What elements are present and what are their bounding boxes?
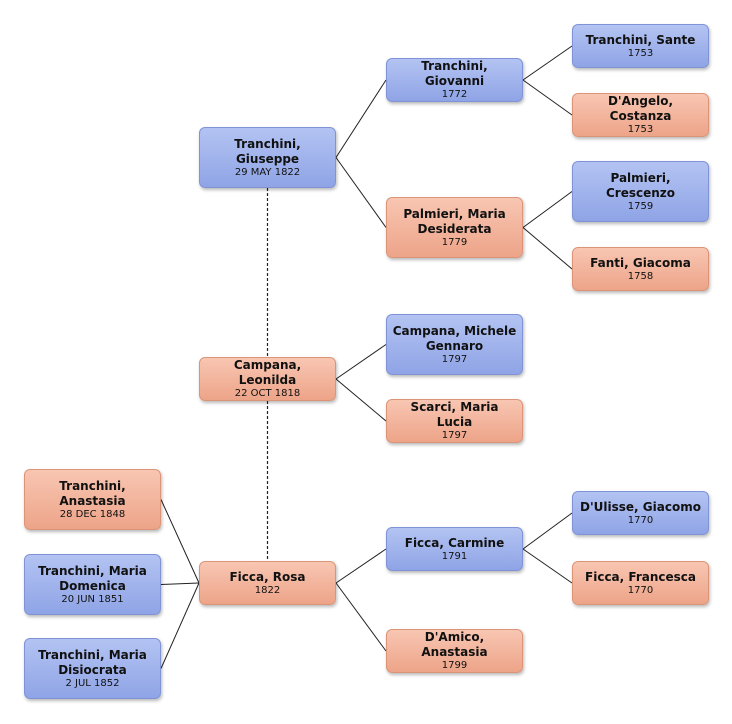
parent-connector: [522, 79, 573, 116]
person-name: D'Amico, Anastasia: [421, 630, 488, 659]
person-name: Scarci, Maria Lucia: [410, 400, 499, 429]
parent-connector: [335, 157, 387, 228]
person-date: 20 JUN 1851: [61, 593, 124, 605]
person-name: Tranchini, Anastasia: [59, 478, 126, 508]
person-palmieri-maria-desiderata[interactable]: Palmieri, Maria Desiderata 1779: [386, 197, 523, 258]
person-date: 1779: [441, 236, 468, 248]
person-name: Tranchini, Giuseppe: [234, 136, 301, 166]
person-name: Tranchini, Maria Domenica: [38, 563, 147, 593]
person-date: 1797: [441, 353, 468, 365]
person-damico-anastasia[interactable]: D'Amico, Anastasia 1799: [386, 629, 523, 673]
person-date: 1772: [441, 89, 468, 100]
person-date: 1799: [441, 660, 468, 671]
person-date: 1759: [627, 200, 654, 212]
person-tranchini-anastasia[interactable]: Tranchini, Anastasia 28 DEC 1848: [24, 469, 161, 530]
person-dulisse-giacomo[interactable]: D'Ulisse, Giacomo 1770: [572, 491, 709, 535]
person-tranchini-maria-domenica[interactable]: Tranchini, Maria Domenica 20 JUN 1851: [24, 554, 161, 615]
person-campana-leonilda[interactable]: Campana, Leonilda 22 OCT 1818: [199, 357, 336, 401]
parent-connector: [335, 378, 387, 422]
parent-connector: [522, 191, 573, 228]
person-date: 1758: [627, 270, 654, 282]
person-ficca-rosa[interactable]: Ficca, Rosa 1822: [199, 561, 336, 605]
person-date: 1822: [254, 584, 281, 596]
person-name: Fanti, Giacoma: [590, 255, 691, 270]
person-name: Tranchini, Giovanni: [421, 59, 488, 88]
person-date: 1753: [627, 47, 654, 59]
person-palmieri-crescenzo[interactable]: Palmieri, Crescenzo 1759: [572, 161, 709, 222]
person-name: Campana, Michele Gennaro: [392, 323, 517, 353]
person-date: 1797: [441, 430, 468, 441]
child-connector: [160, 499, 200, 584]
person-date: 22 OCT 1818: [234, 388, 301, 399]
parent-connector: [335, 582, 387, 652]
person-date: 2 JUL 1852: [65, 677, 120, 689]
person-name: Tranchini, Sante: [585, 32, 696, 47]
person-name: Ficca, Carmine: [404, 535, 505, 550]
person-fanti-giacoma[interactable]: Fanti, Giacoma 1758: [572, 247, 709, 291]
person-name: Palmieri, Crescenzo: [605, 170, 676, 200]
parent-connector: [335, 344, 387, 380]
person-campana-michele-gennaro[interactable]: Campana, Michele Gennaro 1797: [386, 314, 523, 375]
person-date: 28 DEC 1848: [59, 508, 126, 520]
parent-connector: [522, 227, 573, 270]
person-ficca-carmine[interactable]: Ficca, Carmine 1791: [386, 527, 523, 571]
person-tranchini-giuseppe[interactable]: Tranchini, Giuseppe 29 MAY 1822: [199, 127, 336, 188]
person-ficca-francesca[interactable]: Ficca, Francesca 1770: [572, 561, 709, 605]
person-date: 29 MAY 1822: [234, 166, 301, 178]
person-name: Campana, Leonilda: [233, 358, 302, 387]
child-connector: [160, 582, 200, 585]
parent-connector: [522, 512, 573, 550]
person-name: D'Angelo, Costanza: [607, 94, 674, 123]
parent-connector: [335, 548, 387, 584]
parent-connector: [522, 45, 573, 81]
person-date: 1753: [627, 124, 654, 135]
person-name: D'Ulisse, Giacomo: [580, 499, 701, 514]
person-name: Palmieri, Maria Desiderata: [403, 206, 506, 236]
parent-connector: [522, 548, 573, 584]
parent-connector: [335, 79, 387, 158]
person-tranchini-sante[interactable]: Tranchini, Sante 1753: [572, 24, 709, 68]
person-tranchini-giovanni[interactable]: Tranchini, Giovanni 1772: [386, 58, 523, 102]
person-date: 1791: [441, 550, 468, 562]
person-date: 1770: [627, 584, 654, 596]
person-name: Ficca, Rosa: [229, 569, 306, 584]
person-dangelo-costanza[interactable]: D'Angelo, Costanza 1753: [572, 93, 709, 137]
person-tranchini-maria-disiocrata[interactable]: Tranchini, Maria Disiocrata 2 JUL 1852: [24, 638, 161, 699]
person-scarci-maria-lucia[interactable]: Scarci, Maria Lucia 1797: [386, 399, 523, 443]
person-name: Ficca, Francesca: [585, 569, 696, 584]
child-connector: [160, 582, 200, 669]
person-name: Tranchini, Maria Disiocrata: [38, 647, 147, 677]
person-date: 1770: [627, 514, 654, 526]
